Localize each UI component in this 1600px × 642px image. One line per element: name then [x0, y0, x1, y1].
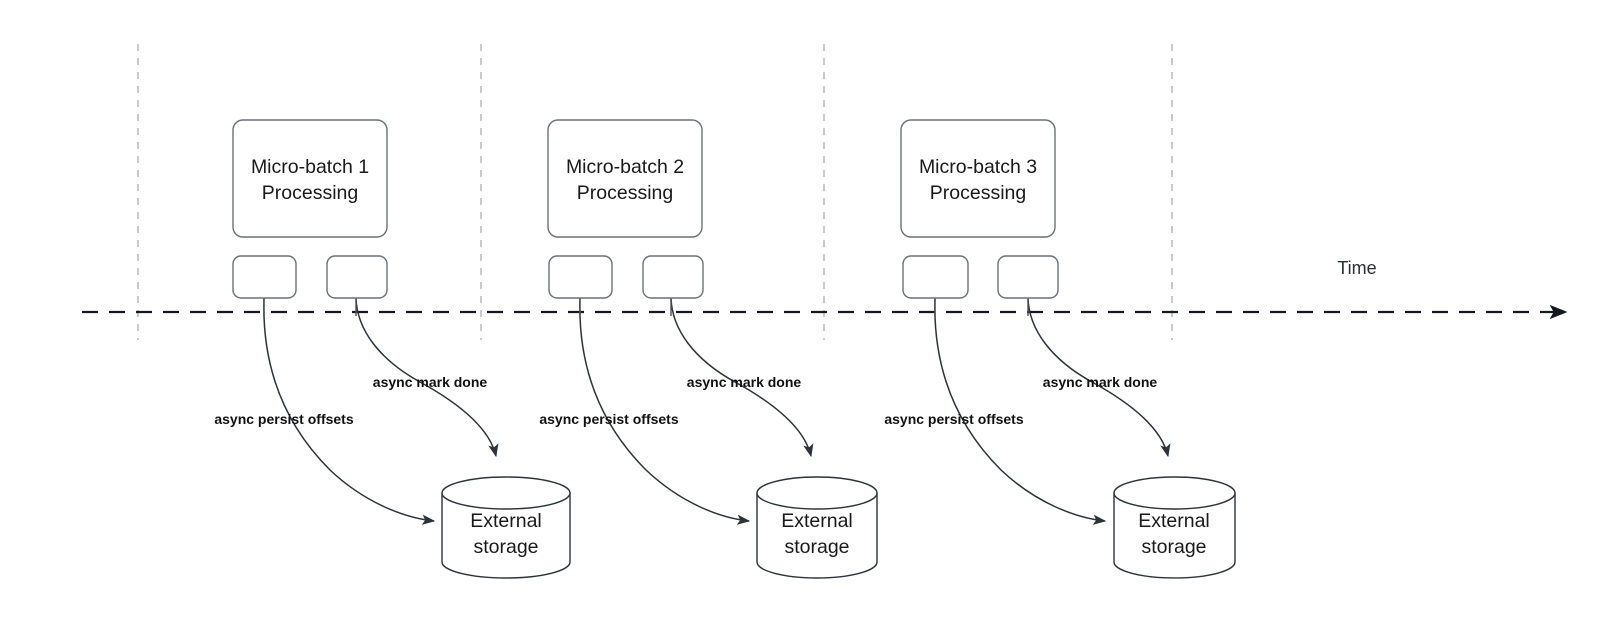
micro-batch-label-3-line1: Micro-batch 3 — [919, 156, 1037, 178]
task-box-3b[interactable] — [997, 255, 1059, 299]
micro-batch-label-1-line1: Micro-batch 1 — [251, 156, 369, 178]
edge-label-mark-done-1: async mark done — [373, 374, 488, 390]
edge-persist-offsets-1 — [263, 297, 436, 525]
micro-batch-box-1[interactable] — [232, 119, 388, 238]
group-2: Micro-batch 2 Processing async persist o… — [539, 119, 878, 579]
external-storage-label-2-line1: External — [781, 510, 853, 532]
task-box-1a[interactable] — [232, 255, 297, 299]
edge-label-persist-offsets-2: async persist offsets — [539, 411, 678, 427]
edge-persist-offsets-3 — [934, 297, 1107, 525]
task-box-1b[interactable] — [326, 255, 388, 299]
micro-batch-label-3-line2: Processing — [930, 182, 1026, 204]
micro-batch-label-2-line1: Micro-batch 2 — [566, 156, 684, 178]
external-storage-cylinder-3[interactable] — [1113, 476, 1236, 579]
external-storage-cylinder-2[interactable] — [756, 476, 878, 579]
edge-label-persist-offsets-3: async persist offsets — [884, 411, 1023, 427]
edge-mark-done-2 — [670, 297, 814, 458]
group-1: Micro-batch 1 Processing async persist o… — [214, 119, 571, 579]
external-storage-label-3-line2: storage — [1141, 536, 1206, 558]
time-axis-label: Time — [1337, 258, 1376, 278]
edge-label-mark-done-3: async mark done — [1043, 374, 1158, 390]
task-box-3a[interactable] — [902, 255, 969, 299]
micro-batch-label-2-line2: Processing — [577, 182, 673, 204]
edge-label-persist-offsets-1: async persist offsets — [214, 411, 353, 427]
external-storage-cylinder-1[interactable] — [441, 476, 571, 579]
edge-label-mark-done-2: async mark done — [687, 374, 802, 390]
group-3: Micro-batch 3 Processing async persist o… — [884, 119, 1236, 579]
edge-mark-done-3 — [1027, 297, 1171, 458]
external-storage-label-1-line1: External — [470, 510, 542, 532]
task-box-2a[interactable] — [548, 255, 613, 299]
task-box-2b[interactable] — [642, 255, 704, 299]
external-storage-label-3-line1: External — [1138, 510, 1210, 532]
external-storage-label-1-line2: storage — [473, 536, 538, 558]
external-storage-label-2-line2: storage — [784, 536, 849, 558]
micro-batch-box-2[interactable] — [547, 119, 703, 238]
micro-batch-box-3[interactable] — [900, 119, 1056, 238]
micro-batch-label-1-line2: Processing — [262, 182, 358, 204]
edge-mark-done-1 — [355, 297, 499, 458]
edge-persist-offsets-2 — [579, 297, 751, 525]
